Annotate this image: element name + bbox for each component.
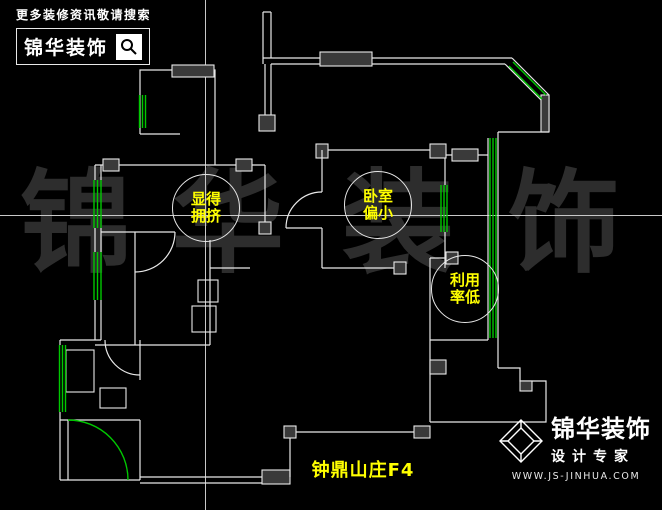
search-button[interactable]: [116, 33, 143, 60]
annotation-crowded: 显得 拥挤: [172, 174, 240, 242]
annotation-text: 利用: [449, 270, 480, 289]
plan-title: 钟鼎山庄F4: [311, 460, 415, 481]
annotation-text: 偏小: [362, 204, 393, 222]
windows-layer: [58, 61, 547, 481]
walls-layer: [59, 11, 550, 485]
footer-brand-subtitle: 设计专家: [551, 448, 635, 465]
annotation-text: 率低: [449, 288, 480, 306]
watermark-char: 锦: [20, 158, 132, 289]
footer-website-url: WWW.JS-JINHUA.COM: [511, 470, 641, 482]
footer-brand-name: 锦华装饰: [551, 415, 651, 443]
header-tagline: 更多装修资讯敬请搜索: [16, 8, 152, 22]
annotation-text: 卧室: [362, 186, 393, 205]
annotation-small-bedroom: 卧室 偏小: [344, 171, 412, 239]
search-icon: [121, 38, 137, 55]
jinhua-logo-icon: [499, 418, 543, 463]
annotation-text: 显得: [190, 189, 221, 208]
annotation-text: 拥挤: [190, 207, 221, 225]
site-logo: 锦华装饰: [16, 28, 151, 65]
site-logo-text: 锦华装饰: [24, 37, 109, 59]
watermark-char: 饰: [508, 158, 620, 289]
annotation-low-utilization: 利用 率低: [431, 255, 499, 323]
footer-brand-block: 锦华装饰 设计专家 WWW.JS-JINHUA.COM: [498, 415, 654, 482]
